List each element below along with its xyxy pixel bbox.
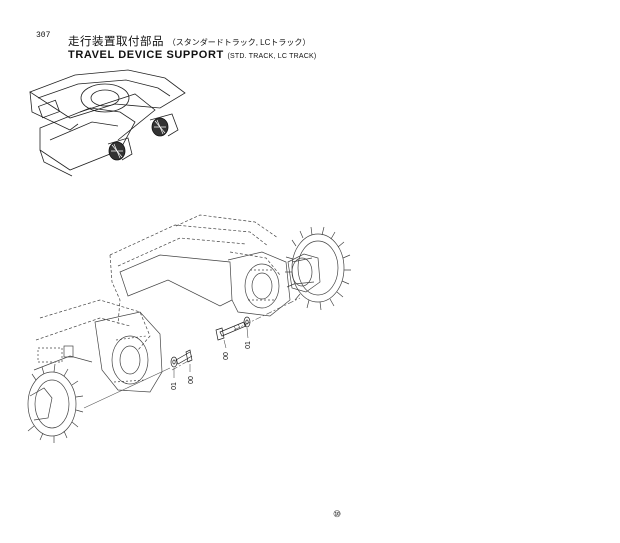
upper-sprocket xyxy=(285,226,351,311)
upper-washer xyxy=(243,316,251,328)
overview-illustration xyxy=(29,69,186,177)
lower-sprocket xyxy=(27,363,84,443)
callout-lower-washer: 01 xyxy=(171,382,178,390)
lower-track-frame xyxy=(33,299,163,393)
main-illustration xyxy=(27,214,351,443)
leader-lines xyxy=(173,327,249,378)
footer-mark: ⑩ xyxy=(333,509,341,519)
upper-bolt xyxy=(215,321,247,341)
title-japanese: 走行装置取付部品 （スタンダードトラック, LCトラック） xyxy=(68,33,310,49)
lower-washer xyxy=(170,356,178,368)
callout-lower-bolt: 00 xyxy=(188,376,195,384)
title-english: TRAVEL DEVICE SUPPORT (STD. TRACK, LC TR… xyxy=(68,49,316,61)
lower-bolt xyxy=(175,349,193,365)
title-japanese-main: 走行装置取付部品 xyxy=(68,36,164,48)
assembly-center-lines xyxy=(83,297,301,409)
title-english-main: TRAVEL DEVICE SUPPORT xyxy=(68,49,224,61)
callout-upper-bolt: 00 xyxy=(223,352,230,360)
page-number: 307 xyxy=(36,31,51,40)
title-japanese-sub: （スタンダードトラック, LCトラック） xyxy=(167,38,311,47)
title-english-sub: (STD. TRACK, LC TRACK) xyxy=(227,53,317,60)
upper-bracket xyxy=(119,251,291,317)
callout-upper-washer: 01 xyxy=(245,341,252,349)
upper-track-frame xyxy=(109,214,281,325)
